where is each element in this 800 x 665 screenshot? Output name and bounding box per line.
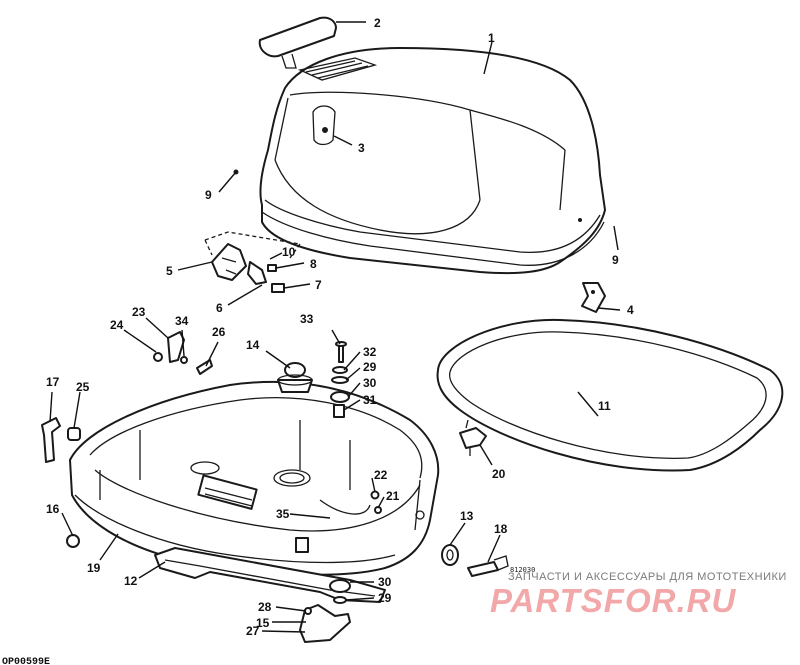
callout-29-upper: 29	[363, 360, 377, 374]
callout-14: 14	[246, 338, 260, 352]
callout-labels: 1 2 3 4 5 6 7 8 9 9 10 11 12 13 14 15 16…	[46, 16, 634, 638]
callout-13: 13	[460, 509, 474, 523]
callout-18: 18	[494, 522, 508, 536]
callout-6: 6	[216, 301, 223, 315]
callout-22: 22	[374, 468, 388, 482]
callout-23: 23	[132, 305, 146, 319]
callout-32: 32	[363, 345, 377, 359]
callout-12: 12	[124, 574, 138, 588]
callout-30-upper: 30	[363, 376, 377, 390]
callout-33: 33	[300, 312, 314, 326]
latch-20	[459, 419, 487, 456]
lower-motor-pan	[69, 380, 440, 576]
callout-1: 1	[488, 31, 495, 45]
callout-16: 16	[46, 502, 60, 516]
watermark-brand: PARTSFOR.RU	[490, 582, 736, 619]
callout-19: 19	[87, 561, 101, 575]
callout-8: 8	[310, 257, 317, 271]
watermark-tagline: ЗАПЧАСТИ И АКСЕССУАРЫ ДЛЯ МОТОТЕХНИКИ	[508, 571, 787, 583]
callout-7: 7	[315, 278, 322, 292]
callout-31: 31	[363, 393, 377, 407]
callout-26: 26	[212, 325, 226, 339]
callout-34: 34	[175, 314, 189, 328]
callout-15: 15	[256, 616, 270, 630]
callout-10: 10	[282, 245, 296, 259]
callout-5: 5	[166, 264, 173, 278]
callout-27: 27	[246, 624, 260, 638]
callout-20: 20	[492, 467, 506, 481]
callout-2: 2	[374, 16, 381, 30]
bracket-4	[581, 282, 606, 313]
callout-28: 28	[258, 600, 272, 614]
callout-4: 4	[627, 303, 634, 317]
seal-gasket	[436, 318, 784, 472]
leader-lines	[49, 21, 621, 633]
upper-motor-cover	[233, 47, 606, 275]
callout-30-lower: 30	[378, 575, 392, 589]
watermark: ЗАПЧАСТИ И АКСЕССУАРЫ ДЛЯ МОТОТЕХНИКИ PA…	[490, 571, 787, 619]
callout-21: 21	[386, 489, 400, 503]
callout-17: 17	[46, 375, 60, 389]
callout-35: 35	[276, 507, 290, 521]
callout-29-lower: 29	[378, 591, 392, 605]
date-code: 812030	[510, 566, 535, 574]
callout-24: 24	[110, 318, 124, 332]
callout-11: 11	[598, 399, 611, 413]
callout-9-right: 9	[612, 253, 619, 267]
callout-3: 3	[358, 141, 365, 155]
latch-assembly	[204, 231, 301, 293]
drawing-code: OP00599E	[2, 657, 50, 665]
grille-cover	[258, 16, 337, 69]
callout-25: 25	[76, 380, 90, 394]
callout-9-left: 9	[205, 188, 212, 202]
